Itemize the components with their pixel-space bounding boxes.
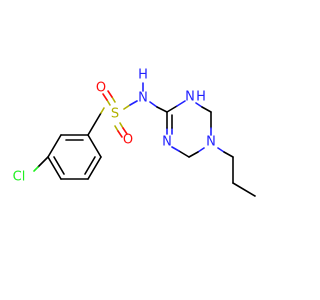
benzene-ring: [47, 134, 102, 180]
ring-bond: [87, 134, 102, 158]
sulfur-atom-label: S: [111, 107, 119, 122]
chlorine-atom-label: Cl: [13, 170, 26, 185]
s-o-double-bond-top: [102, 93, 108, 101]
ring-bond-c-to-nh: [166, 105, 178, 113]
molecule-structure-canvas: Cl S O O H N: [12, 67, 256, 197]
n-propyl-bond: [223, 151, 234, 158]
triazine-ring: N H N N: [162, 90, 216, 158]
c-s-bond-sulfur: [100, 107, 105, 114]
ring-bond-ch2-to-imine: [171, 146, 180, 152]
propyl-bond: [232, 182, 256, 197]
ring-nh-nitrogen-label: N: [185, 90, 195, 105]
ring-bond-nh-to-ch2: [195, 102, 203, 108]
ring-bond-c-to-nh: [176, 100, 186, 107]
c-cl-bond-carbon: [37, 156, 49, 168]
ring-bond: [47, 134, 62, 158]
c-cl-bond-chlorine: [33, 166, 39, 172]
s-o-double-bond-top: [106, 99, 111, 106]
s-n-bond-sulfur: [123, 104, 131, 110]
amide-hydrogen-label: H: [138, 68, 148, 83]
ring-bond: [47, 156, 62, 180]
chlorine-substituent: Cl: [13, 156, 49, 185]
ring-double-bond: [84, 156, 96, 175]
oxygen-top-atom-label: O: [96, 81, 106, 96]
n-c-bond-nitrogen: [149, 101, 158, 108]
structure-diagram: Cl S O O H N: [13, 68, 256, 197]
s-o-double-bond-top: [111, 96, 116, 103]
ring-bond: [87, 156, 102, 180]
oxygen-bottom-atom-label: O: [123, 133, 133, 148]
ring-double-bond: [53, 156, 65, 175]
s-o-double-bond-bottom: [114, 125, 119, 132]
sulfonyl-group: S O O: [87, 81, 138, 148]
ring-imine-nitrogen-label: N: [162, 135, 172, 150]
ring-bond-n-to-ch2: [188, 151, 199, 158]
n-c-bond-carbon: [156, 106, 168, 113]
ring-alkyl-nitrogen-label: N: [206, 135, 216, 150]
sulfonamide-nh: H N: [138, 68, 168, 113]
s-o-double-bond-bottom: [117, 130, 123, 138]
c-s-bond-carbon: [87, 112, 102, 136]
ring-bond-nh-to-ch2: [201, 106, 212, 113]
ring-bond-ch2-to-imine: [178, 150, 190, 158]
s-n-bond-nitrogen: [129, 100, 138, 106]
s-o-double-bond-top: [107, 90, 113, 98]
s-o-double-bond-bottom: [119, 122, 124, 129]
ring-bond-n-to-ch2: [197, 147, 205, 153]
amide-nitrogen-label: N: [138, 91, 148, 106]
propyl-chain: [217, 147, 256, 197]
n-propyl-bond: [217, 147, 225, 153]
ring-nh-hydrogen-label: H: [196, 90, 206, 105]
s-o-double-bond-bottom: [122, 127, 128, 135]
